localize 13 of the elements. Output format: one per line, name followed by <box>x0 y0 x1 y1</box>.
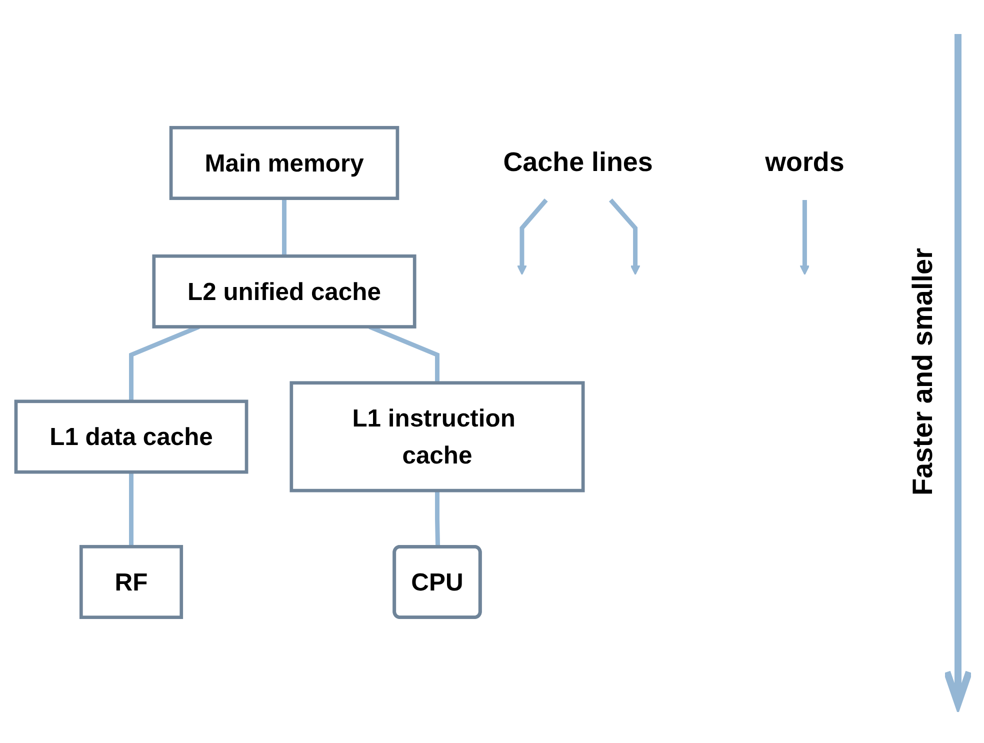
node-box: Main memory <box>169 126 400 200</box>
node-text: Cache lines <box>503 147 653 178</box>
node-box: L2 unified cache <box>152 254 416 328</box>
node-box: RF <box>79 544 184 619</box>
connector-line <box>129 472 134 546</box>
leader-arrow <box>608 198 640 275</box>
leader-arrow <box>800 200 810 275</box>
connector-line <box>282 198 286 256</box>
node-box: L1 instruction cache <box>290 381 585 492</box>
leader-arrow <box>517 198 548 275</box>
node-box: L1 data cache <box>14 400 248 474</box>
axis-label: Faster and smaller <box>907 248 939 496</box>
node-text: words <box>765 147 844 178</box>
